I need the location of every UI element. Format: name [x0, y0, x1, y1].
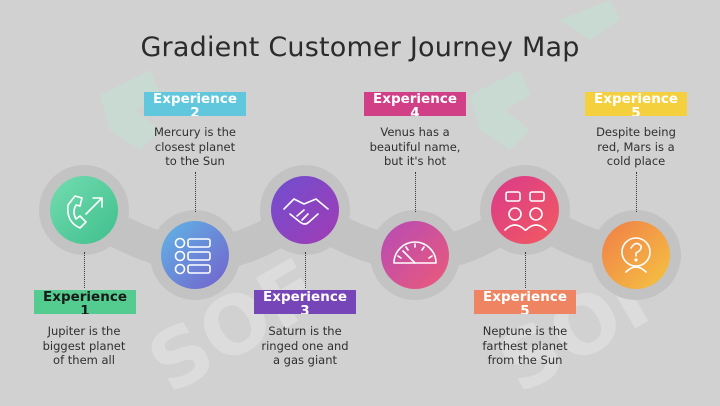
- people-chat-icon: [504, 191, 547, 231]
- stage-label-number-5: 5: [520, 303, 530, 314]
- stage-disc-1: [50, 176, 118, 244]
- face-question-icon: [621, 237, 651, 273]
- stage-label-text-5: Experience: [483, 290, 567, 305]
- stage-description-1: Jupiter is the biggest planet of them al…: [42, 324, 126, 367]
- stage-label-2: Experience 2: [144, 92, 246, 116]
- gauge-icon: [393, 241, 437, 264]
- stage-label-3: Experience 3: [254, 290, 356, 314]
- stage-label-text-1: Experience: [43, 290, 127, 305]
- checklist-icon: [174, 237, 211, 275]
- stage-description-3: Saturn is the ringed one and a gas giant: [261, 324, 349, 367]
- stage-disc-5: [491, 176, 559, 244]
- stage-label-text-3: Experience: [263, 290, 347, 305]
- stage-disc-4: [381, 221, 449, 289]
- stage-label-text-6: Experience: [594, 92, 678, 107]
- stage-description-5: Neptune is the farthest planet from the …: [482, 324, 568, 367]
- stage-label-text-2: Experience: [153, 92, 237, 107]
- stage-label-number-1: 1: [80, 303, 90, 314]
- stage-label-1: Experience 1: [34, 290, 136, 314]
- phone-arrow-icon: [66, 195, 103, 229]
- connector-line-5: [525, 252, 526, 288]
- stage-label-number-4: 4: [410, 105, 420, 116]
- page-title: Gradient Customer Journey Map: [140, 32, 580, 63]
- stage-label-4: Experience 4: [364, 92, 466, 116]
- stage-description-6: Despite being red, Mars is a cold place: [596, 125, 676, 168]
- stage-label-5: Experience 5: [474, 290, 576, 314]
- stage-label-number-6: 5: [631, 105, 641, 116]
- stage-label-6: Experience 5: [585, 92, 687, 116]
- connector-line-4: [415, 172, 416, 212]
- connector-line-1: [84, 252, 85, 288]
- connector-line-3: [305, 252, 306, 288]
- stage-label-number-2: 2: [190, 105, 200, 116]
- stage-label-text-4: Experience: [373, 92, 457, 107]
- stage-disc-3: [271, 176, 339, 244]
- stage-disc-2: [161, 221, 229, 289]
- connector-line-6: [636, 172, 637, 212]
- connector-line-2: [195, 172, 196, 212]
- stage-description-4: Venus has a beautiful name, but it's hot: [369, 125, 461, 168]
- handshake-icon: [283, 198, 329, 225]
- stage-description-2: Mercury is the closest planet to the Sun: [154, 125, 236, 168]
- stage-label-number-3: 3: [300, 303, 310, 314]
